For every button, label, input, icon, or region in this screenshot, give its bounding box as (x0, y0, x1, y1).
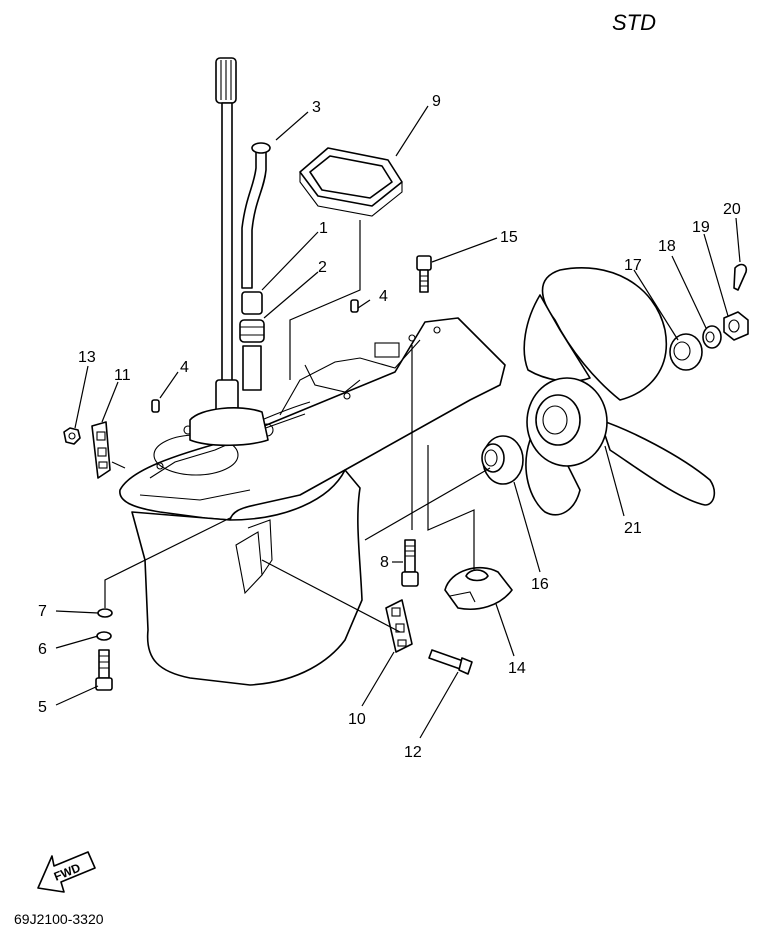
water-tube (241, 142, 271, 289)
fwd-arrow-icon: FWD (37, 851, 96, 893)
callout-16: 16 (531, 576, 549, 593)
callout-8: 8 (380, 554, 389, 571)
callout-18: 18 (658, 238, 676, 255)
washer-6 (96, 631, 112, 641)
callout-20: 20 (723, 201, 741, 218)
callout-7: 7 (38, 603, 47, 620)
washer-7 (97, 608, 113, 618)
callout-17: 17 (624, 257, 642, 274)
callout-1: 1 (319, 220, 328, 237)
propeller (523, 267, 716, 516)
callout-12: 12 (404, 744, 422, 761)
callout-3: 3 (312, 99, 321, 116)
trim-tab (444, 566, 513, 610)
spacer-17 (669, 333, 703, 371)
dowel-pin-right (350, 299, 359, 313)
callout-19: 19 (692, 219, 710, 236)
dowel-pin-left (151, 399, 160, 413)
callout-14: 14 (508, 660, 526, 677)
part-code: 69J2100-3320 (14, 911, 104, 927)
cotter-pin (733, 263, 748, 291)
callout-6: 6 (38, 641, 47, 658)
bolt-15 (416, 255, 432, 293)
callout-13: 13 (78, 349, 96, 366)
callout-4-left: 4 (180, 359, 189, 376)
callout-9: 9 (432, 93, 441, 110)
callout-11: 11 (114, 367, 131, 384)
bolt-12 (428, 649, 473, 675)
anode-10 (385, 599, 413, 653)
thrust-holder (481, 435, 524, 485)
bolt-5 (95, 649, 113, 691)
anode-11 (91, 421, 111, 479)
variant-label: STD (612, 10, 656, 35)
nut-13 (63, 427, 81, 445)
bolt-8 (401, 539, 419, 587)
callout-5: 5 (38, 699, 47, 716)
drive-shaft (189, 57, 269, 447)
callout-2: 2 (318, 259, 327, 276)
fwd-label: FWD (52, 860, 83, 883)
callout-10: 10 (348, 711, 366, 728)
washer-18 (702, 325, 722, 349)
propeller-nut (723, 311, 749, 341)
gasket (299, 147, 403, 217)
callout-15: 15 (500, 229, 518, 246)
callout-21: 21 (624, 520, 642, 537)
callout-4-right: 4 (379, 288, 388, 305)
tube-grommets (239, 291, 265, 391)
lower-case-housing (119, 317, 506, 686)
